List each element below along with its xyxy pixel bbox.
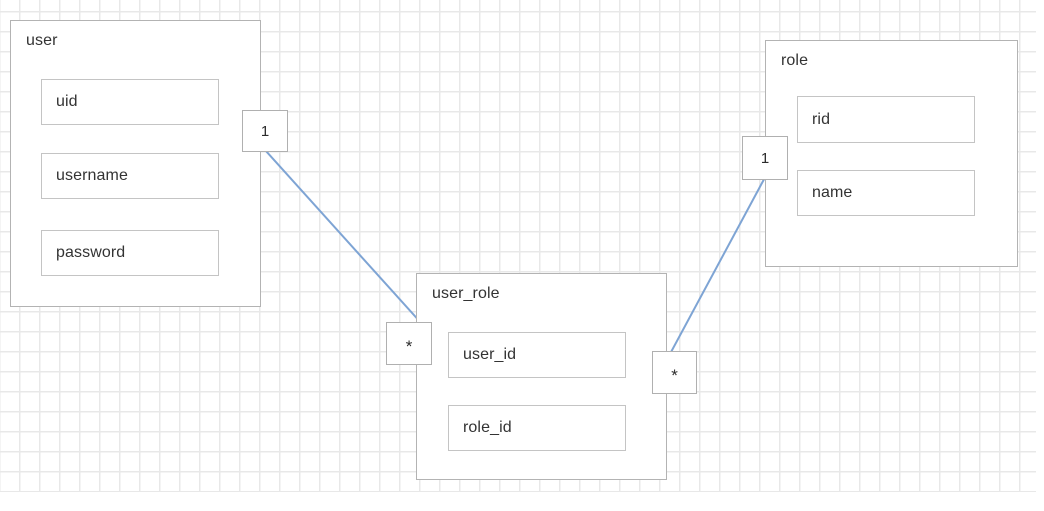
field-user-password-label: password xyxy=(56,244,126,261)
cardinality-marker-user-role-many-right[interactable]: * xyxy=(652,351,697,394)
entity-role[interactable] xyxy=(765,40,1018,267)
cardinality-marker-user-role-many-left[interactable]: * xyxy=(386,322,432,365)
field-user-role-user-id-label: user_id xyxy=(463,346,517,363)
cardinality-marker-role-one[interactable]: 1 xyxy=(742,136,788,180)
field-user-username[interactable]: username xyxy=(41,153,219,199)
field-role-rid[interactable]: rid xyxy=(797,96,975,143)
field-user-uid-label: uid xyxy=(56,93,78,110)
field-user-role-user-id[interactable]: user_id xyxy=(448,332,626,378)
field-role-name-label: name xyxy=(812,184,853,201)
entity-user-role-title: user_role xyxy=(432,285,500,302)
field-role-rid-label: rid xyxy=(812,110,831,128)
entity-user-title: user xyxy=(26,32,58,49)
field-user-password[interactable]: password xyxy=(41,230,219,276)
entity-role-title: role xyxy=(781,52,809,69)
field-user-role-role-id[interactable]: role_id xyxy=(448,405,626,451)
field-user-uid[interactable]: uid xyxy=(41,79,219,125)
field-role-name[interactable]: name xyxy=(797,170,975,216)
field-user-role-role-id-label: role_id xyxy=(463,419,512,436)
cardinality-marker-user-one[interactable]: 1 xyxy=(242,110,288,152)
field-user-username-label: username xyxy=(56,167,128,184)
